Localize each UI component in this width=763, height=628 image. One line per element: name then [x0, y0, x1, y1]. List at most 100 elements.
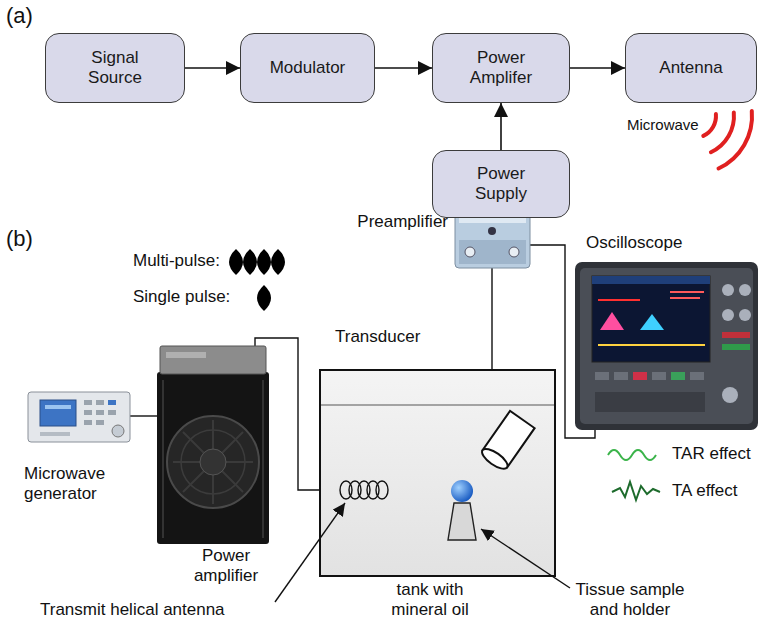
- power-amplifier-unit: [167, 416, 259, 508]
- pulse-label: Single pulse:: [133, 287, 230, 307]
- flow-arrow: [500, 103, 502, 150]
- oscilloscope-unit: [671, 372, 685, 380]
- pulse-label: Multi-pulse:: [133, 251, 220, 271]
- process-box: Modulator: [240, 33, 375, 103]
- part-letter: (b): [6, 226, 33, 251]
- helical-antenna: [376, 481, 388, 499]
- pulse-symbols: [243, 249, 257, 275]
- process-box: Power Amplifer: [432, 33, 570, 103]
- microwave-generator: [40, 400, 76, 426]
- process-box: Power Supply: [432, 150, 570, 218]
- oscilloscope-unit: [575, 262, 758, 430]
- microwave-generator: [96, 400, 104, 405]
- microwave-waves: [719, 111, 753, 169]
- flow-arrow: [570, 67, 625, 69]
- pulse-symbols: [229, 249, 285, 311]
- oscilloscope-unit: [614, 372, 628, 380]
- helical-antenna: [340, 481, 388, 499]
- oscilloscope-unit: [739, 309, 751, 321]
- tissue-sample: [448, 480, 476, 540]
- power-amplifier-unit: [200, 449, 226, 475]
- microwave-waves: [703, 114, 716, 136]
- preamplifier-unit: [488, 227, 496, 235]
- oscilloscope-unit: [670, 292, 704, 298]
- signal-traces: [612, 482, 660, 500]
- microwave-generator: [84, 400, 92, 405]
- oscilloscope-unit: [580, 268, 753, 424]
- oscilloscope-unit: [722, 332, 750, 338]
- power-amplifier-unit: [162, 380, 164, 538]
- oscilloscope-unit: [722, 344, 750, 350]
- pulse-symbols: [257, 249, 271, 275]
- device-label: Oscilloscope: [586, 233, 682, 253]
- box-label: Power Amplifer: [455, 48, 547, 89]
- pulse-symbols: [271, 249, 285, 275]
- microwave-generator: [84, 410, 92, 415]
- oscilloscope-unit: [633, 372, 647, 380]
- process-box: Antenna: [625, 33, 757, 103]
- oscilloscope-unit: [595, 392, 705, 412]
- flow-arrow: [185, 67, 240, 69]
- device-label: Preamplifier: [345, 212, 448, 232]
- signal-label: TAR effect: [672, 444, 751, 464]
- signal-traces: [608, 450, 656, 460]
- microwave-generator: [96, 410, 104, 415]
- callout-label: Tissue sample and holder: [565, 580, 695, 619]
- leader-arrows: [275, 503, 345, 602]
- cables: [130, 415, 157, 416]
- oil-tank: [321, 404, 554, 406]
- device-label: Microwave generator: [24, 464, 134, 503]
- oscilloscope-unit: [592, 276, 710, 362]
- power-amplifier-unit: [166, 352, 206, 358]
- oil-tank: [320, 370, 555, 576]
- pulse-symbols: [257, 285, 271, 311]
- device-label: Transducer: [335, 327, 420, 347]
- oscilloscope-unit: [595, 372, 609, 380]
- microwave-generator: [40, 432, 70, 436]
- part-letter: (a): [6, 3, 33, 28]
- leader-arrows: [481, 529, 570, 588]
- transducer-probe: [479, 411, 535, 472]
- microwave-waves: [711, 113, 734, 153]
- process-box: Signal Source: [45, 33, 185, 103]
- oscilloscope-unit: [722, 309, 734, 321]
- tissue-sample: [448, 503, 476, 540]
- oscilloscope-unit: [592, 276, 710, 284]
- power-amplifier-unit: [160, 346, 266, 374]
- microwave-generator: [108, 400, 116, 405]
- box-label: Signal Source: [69, 48, 161, 89]
- box-label: Modulator: [270, 58, 346, 78]
- oscilloscope-unit: [598, 344, 705, 346]
- oscilloscope-unit: [722, 284, 734, 296]
- signal-label: TA effect: [672, 481, 738, 501]
- microwave-generator: [84, 420, 92, 425]
- power-amplifier-unit: [262, 380, 264, 538]
- microwave-generator: [45, 405, 71, 409]
- oscilloscope-unit: [690, 372, 704, 380]
- flow-arrow: [375, 67, 432, 69]
- oil-tank: [320, 370, 555, 576]
- callout-label: Transmit helical antenna: [40, 600, 225, 620]
- power-amplifier-unit: [157, 346, 269, 544]
- oscilloscope-unit: [575, 262, 758, 430]
- device-label: Power amplifier: [178, 546, 274, 585]
- oscilloscope-unit: [652, 372, 666, 380]
- oscilloscope-unit: [598, 299, 640, 301]
- box-label: Power Supply: [455, 164, 547, 205]
- callout-label: tank with mineral oil: [372, 580, 488, 619]
- oscilloscope-unit: [739, 284, 751, 296]
- tissue-sample: [451, 480, 473, 502]
- oscilloscope-unit: [600, 312, 624, 330]
- microwave-generator: [28, 392, 130, 442]
- power-amplifier-unit: [173, 420, 253, 504]
- microwave-generator: [28, 392, 130, 442]
- wave-label: Microwave: [627, 116, 699, 133]
- microwave-generator: [96, 420, 104, 425]
- microwave-generator: [112, 425, 124, 437]
- oscilloscope-unit: [640, 314, 664, 330]
- pulse-symbols: [229, 249, 243, 275]
- preamplifier-unit: [459, 240, 526, 264]
- oscilloscope-unit: [722, 387, 738, 403]
- microwave-generator: [108, 410, 116, 415]
